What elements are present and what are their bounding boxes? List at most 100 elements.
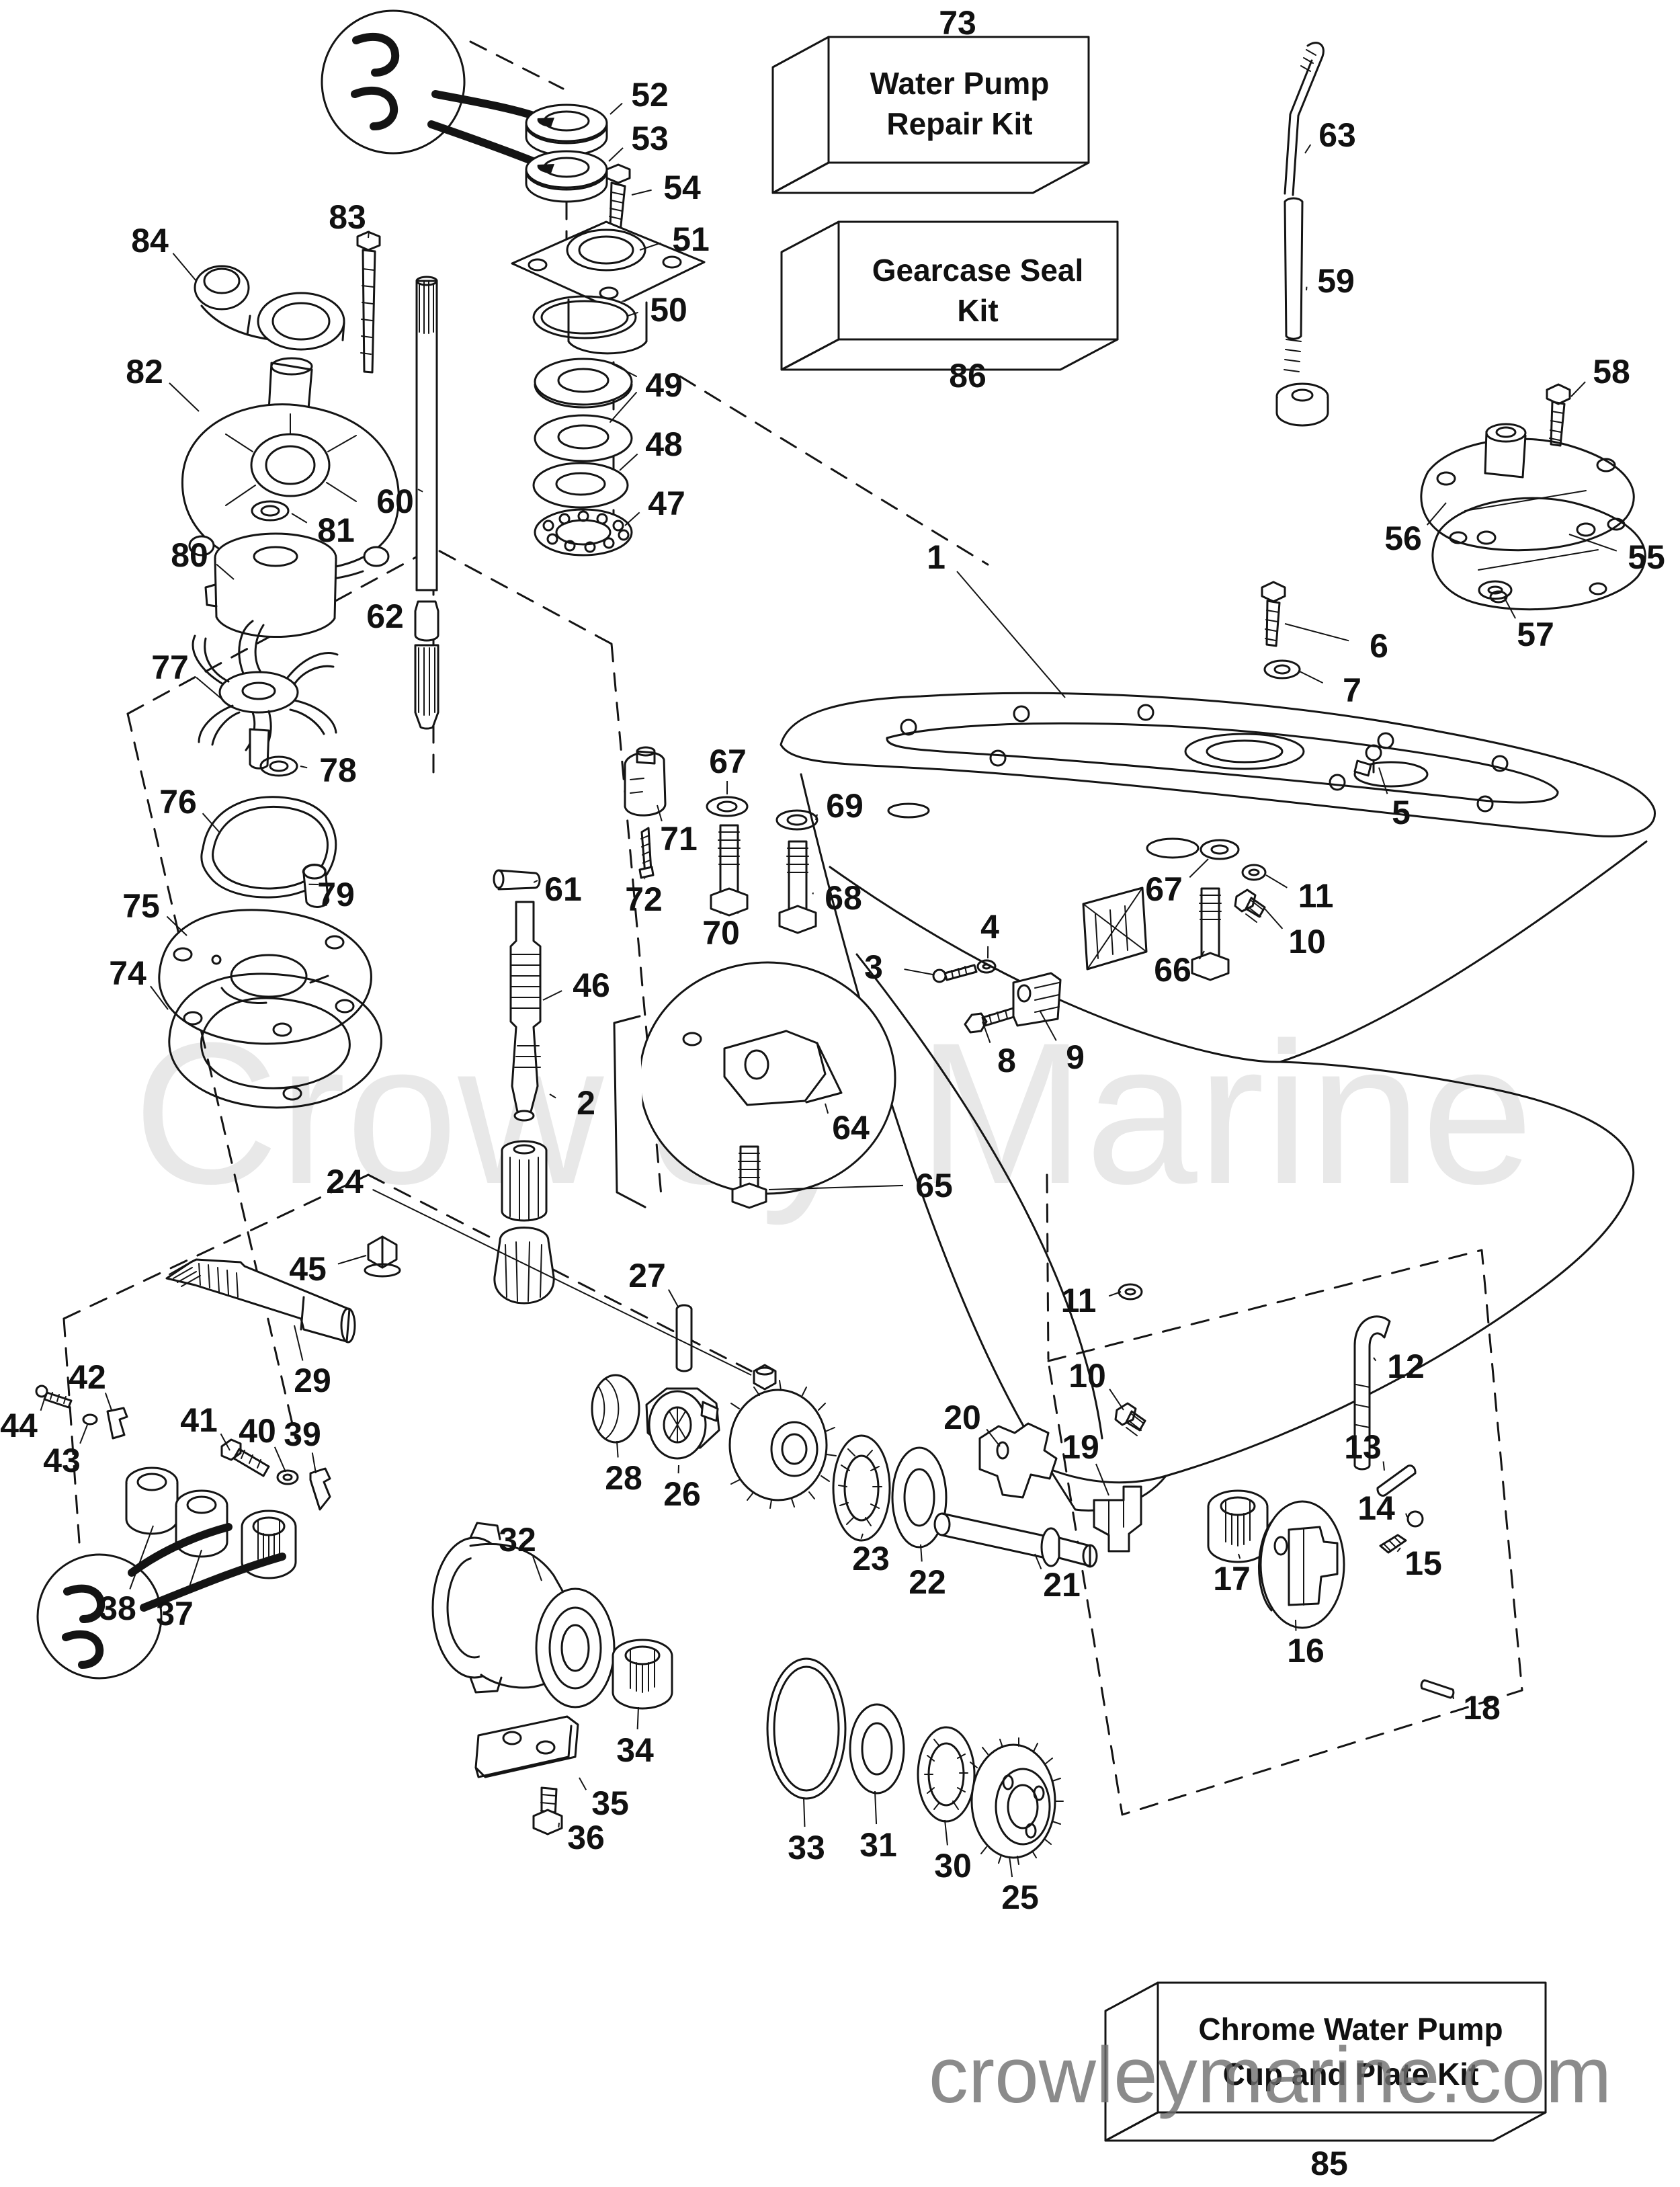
part-callout-34: 34 [616,1731,654,1769]
leader-line-36 [558,1822,560,1828]
leader-line-78 [300,766,308,769]
pinion-shaft-46-art [493,869,542,1122]
part-callout-61: 61 [544,870,582,908]
part-callout-28: 28 [605,1459,642,1497]
part-callout-42: 42 [69,1358,106,1396]
kit-85-line2: Cup and Plate Kit [1223,2057,1479,2092]
part-callout-10: 10 [1288,923,1326,960]
part-callout-5: 5 [1392,794,1411,831]
bolt-68-art [778,840,817,934]
detent-rod-21-art [933,1512,1098,1568]
leader-line-55 [1568,534,1618,552]
anode-71-art [624,746,667,817]
part-callout-14: 14 [1357,1489,1395,1527]
part-callout-38: 38 [99,1590,136,1627]
leader-line-48 [619,453,638,471]
leader-line-67 [1189,858,1209,878]
part-callout-11: 11 [1298,877,1334,915]
part-callout-70: 70 [702,914,740,952]
leader-line-80 [216,563,235,580]
leader-line-54 [631,189,652,196]
kit-86-line2: Kit [957,293,998,328]
kit-box-water-pump-repair: Water Pump Repair Kit [771,36,1090,194]
leader-line-56 [1426,502,1447,526]
leader-line-23 [860,1533,864,1539]
screw-72-art [638,827,655,879]
washer-40-art [276,1469,299,1485]
leader-line-30 [944,1819,948,1846]
part-callout-1: 1 [927,538,946,576]
part-callout-33: 33 [788,1829,825,1866]
washer-7-art [1263,659,1301,679]
part-callout-3: 3 [864,948,883,986]
driveshaft-seals-art [525,104,608,251]
anode-plate-35-art [474,1715,579,1778]
part-callout-26: 26 [663,1475,701,1513]
part-callout-15: 15 [1404,1544,1442,1582]
washer-57-art [1478,580,1513,600]
leader-line-51 [639,242,661,251]
leader-line-66 [1199,950,1205,960]
leader-line-64 [825,1103,829,1114]
leader-line-14 [1405,1513,1408,1518]
leader-line-43 [79,1424,88,1444]
part-callout-57: 57 [1517,616,1554,653]
water-pump-bracket-84-art [194,265,345,351]
leader-line-77 [196,677,222,700]
part-callout-40: 40 [239,1412,276,1450]
pin-18-art [1420,1679,1455,1699]
bolt-70-art [710,824,749,917]
part-callout-84: 84 [131,222,169,259]
part-callout-23: 23 [852,1540,890,1577]
part-callout-85: 85 [1310,2145,1348,2182]
part-callout-56: 56 [1384,520,1422,557]
leader-line-35 [579,1777,587,1790]
leader-line-11 [1108,1291,1122,1297]
part-callout-81: 81 [317,511,355,549]
part-callout-21: 21 [1043,1566,1081,1604]
kit-box-gearcase-seal: Gearcase Seal Kit [780,220,1119,371]
part-callout-77: 77 [151,649,189,686]
leader-line-17 [1238,1553,1241,1559]
part-callout-18: 18 [1463,1689,1501,1727]
part-callout-55: 55 [1628,538,1665,576]
part-callout-22: 22 [909,1563,946,1601]
part-callout-74: 74 [109,954,146,992]
splined-bushing-2-art [501,1140,548,1222]
leader-line-37 [186,1549,202,1595]
part-callout-86: 86 [949,357,986,395]
leader-line-29 [294,1325,304,1361]
leader-line-10 [1109,1389,1124,1411]
bearing-17-art [1207,1489,1269,1563]
part-callout-78: 78 [319,751,357,789]
leader-line-39 [311,1452,317,1474]
pin-79-art [302,864,330,908]
part-callout-20: 20 [943,1399,981,1436]
part-callout-11: 11 [1061,1282,1097,1319]
part-callout-25: 25 [1001,1879,1039,1916]
bearing-38-art [125,1467,179,1535]
leader-line-8 [982,1021,991,1043]
spring-28-art [591,1374,640,1444]
diagram-line-art [35,9,1656,1865]
screw-10-lower-art [1114,1402,1146,1436]
fitting-5-art [1353,744,1382,777]
leader-line-63 [1304,144,1312,154]
leader-line-74 [150,985,169,1010]
part-callout-32: 32 [499,1521,536,1559]
part-callout-39: 39 [284,1415,321,1453]
part-callout-58: 58 [1593,353,1630,390]
leader-line-81 [291,513,308,524]
gear-bearing-25-art [970,1737,1064,1865]
shift-rod-63-art [1275,42,1329,427]
leader-line-65 [768,1184,904,1190]
bolt-58-art [1546,383,1571,447]
pump-gasket-74-art [168,973,382,1109]
plunger-15-art [1379,1534,1407,1554]
leader-line-57 [1503,596,1516,619]
nut-45-art [364,1235,401,1278]
cam-follower-19-art [1093,1485,1142,1553]
washer-67-right-art [1200,839,1240,860]
